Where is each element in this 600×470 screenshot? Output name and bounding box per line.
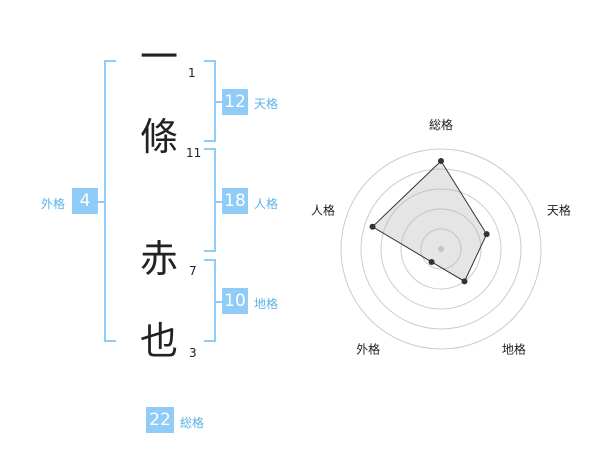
radar-ring-1 xyxy=(420,228,462,270)
radar-axis-label-1: 総格 xyxy=(429,117,453,132)
jinkaku-bracket xyxy=(204,148,216,252)
radar-ring-2 xyxy=(400,208,482,290)
name-char-1: 一 xyxy=(140,35,179,79)
tenkaku-connector xyxy=(214,101,222,103)
name-char-2: 條 xyxy=(140,115,179,159)
radar-point-5 xyxy=(369,223,376,230)
radar-ring-3 xyxy=(380,188,502,310)
radar-ring-5 xyxy=(340,148,542,350)
soukaku-label: 総格 xyxy=(180,416,205,430)
chikaku-label: 地格 xyxy=(254,297,279,311)
chikaku-connector xyxy=(214,301,222,303)
radar-axis-label-5: 人格 xyxy=(311,203,335,218)
radar-axis-label-2: 天格 xyxy=(547,203,571,218)
name-char-1-strokes: 1 xyxy=(188,66,196,80)
radar-center xyxy=(438,246,444,252)
radar-axis-label-3: 地格 xyxy=(502,341,526,356)
radar-area xyxy=(371,160,488,283)
jinkaku-label: 人格 xyxy=(254,197,279,211)
radar-ring-4 xyxy=(360,168,522,330)
name-char-3: 赤 xyxy=(140,237,179,281)
soukaku-badge: 22 xyxy=(146,407,174,433)
jinkaku-badge: 18 xyxy=(222,188,248,214)
jinkaku-connector xyxy=(214,201,222,203)
gaikaku-badge: 4 xyxy=(72,188,98,214)
gaikaku-connector xyxy=(98,201,106,203)
name-char-4: 也 xyxy=(140,319,179,363)
tenkaku-badge: 12 xyxy=(222,89,248,115)
radar-point-4 xyxy=(428,258,435,265)
radar-point-3 xyxy=(461,278,468,285)
radar-point-1 xyxy=(438,158,444,164)
name-char-3-strokes: 7 xyxy=(189,264,197,278)
radar-point-2 xyxy=(483,231,490,238)
gaikaku-label: 外格 xyxy=(41,197,66,211)
name-char-4-strokes: 3 xyxy=(189,346,197,360)
chikaku-badge: 10 xyxy=(222,288,248,314)
tenkaku-label: 天格 xyxy=(254,97,279,111)
name-char-2-strokes: 11 xyxy=(186,146,202,160)
radar-axis-label-4: 外格 xyxy=(356,341,380,356)
chikaku-bracket xyxy=(204,259,216,342)
